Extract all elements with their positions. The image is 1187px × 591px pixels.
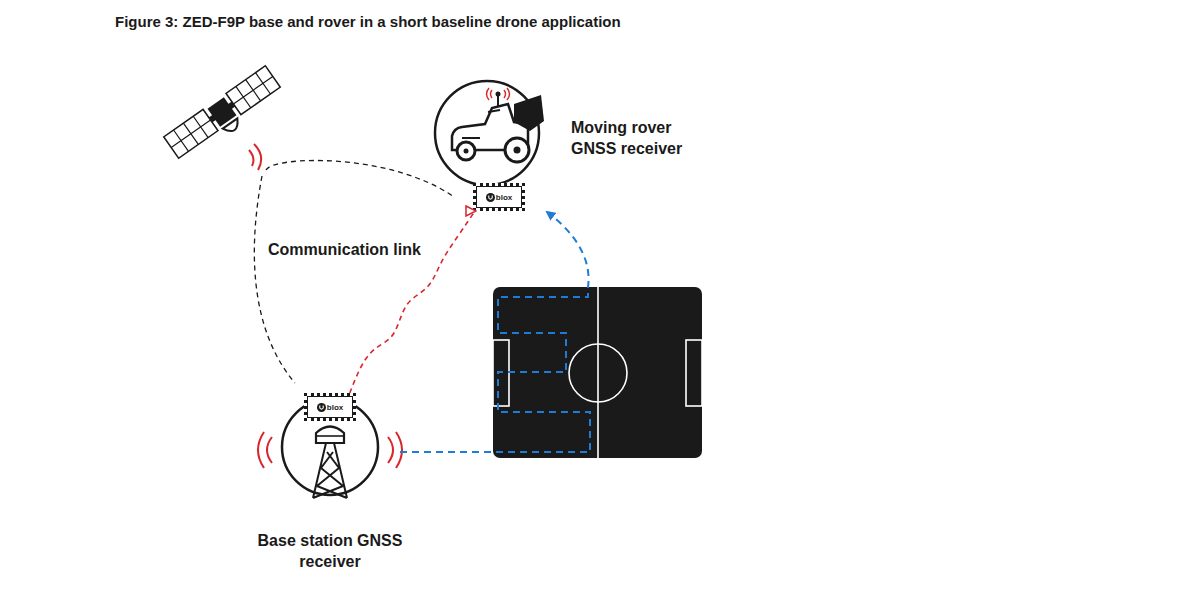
logo-mark	[486, 193, 495, 202]
wheel-hub	[514, 147, 521, 154]
logo-mark	[317, 403, 326, 412]
ublox-chip: blox	[304, 393, 356, 421]
ublox-logo	[317, 403, 326, 412]
chip-label: blox	[327, 403, 343, 412]
solar-panel	[164, 109, 218, 158]
vehicle-detail	[462, 110, 500, 138]
tower-lattice	[313, 443, 347, 498]
signal-arcs	[258, 432, 272, 468]
signal-arcs	[388, 432, 402, 468]
wheel-hub	[464, 149, 469, 154]
figure-title: Figure 3: ZED-F9P base and rover in a sh…	[115, 13, 621, 30]
flight-path	[400, 212, 590, 452]
satellite-signal	[266, 160, 454, 197]
rover-vehicle	[452, 88, 544, 162]
antenna	[497, 96, 499, 106]
field-line	[569, 344, 627, 402]
link-label: Communication link	[268, 241, 421, 259]
receiver-node: Base station GNSS receiver blox	[245, 390, 415, 575]
chip-label: blox	[496, 193, 512, 202]
receiver-circle	[435, 81, 539, 185]
solar-panel	[226, 66, 280, 115]
wheel	[505, 138, 529, 162]
signal-arcs	[249, 144, 261, 170]
logo-mark	[489, 195, 492, 199]
communication-link	[350, 211, 475, 393]
satellite-dish	[223, 118, 242, 135]
panel-grid	[226, 66, 280, 115]
wheel	[457, 142, 475, 160]
base-tower	[258, 427, 402, 499]
ublox-chip: blox	[473, 183, 525, 211]
receiver-node: Moving rover GNSS receiver blox	[435, 78, 720, 218]
antenna-dome	[316, 435, 344, 437]
goal-box	[686, 340, 702, 406]
logo-mark	[320, 405, 323, 409]
panel-grid	[164, 109, 218, 158]
signal-arcs	[487, 88, 510, 100]
satellite	[164, 66, 286, 166]
receiver-label: Moving rover GNSS receiver	[571, 117, 699, 159]
antenna-tip	[496, 92, 501, 97]
field-line	[597, 287, 599, 458]
antenna-dome	[316, 427, 344, 444]
satellite-signal	[254, 176, 295, 383]
ublox-logo	[486, 193, 495, 202]
receiver-label: Base station GNSS receiver	[245, 530, 415, 572]
